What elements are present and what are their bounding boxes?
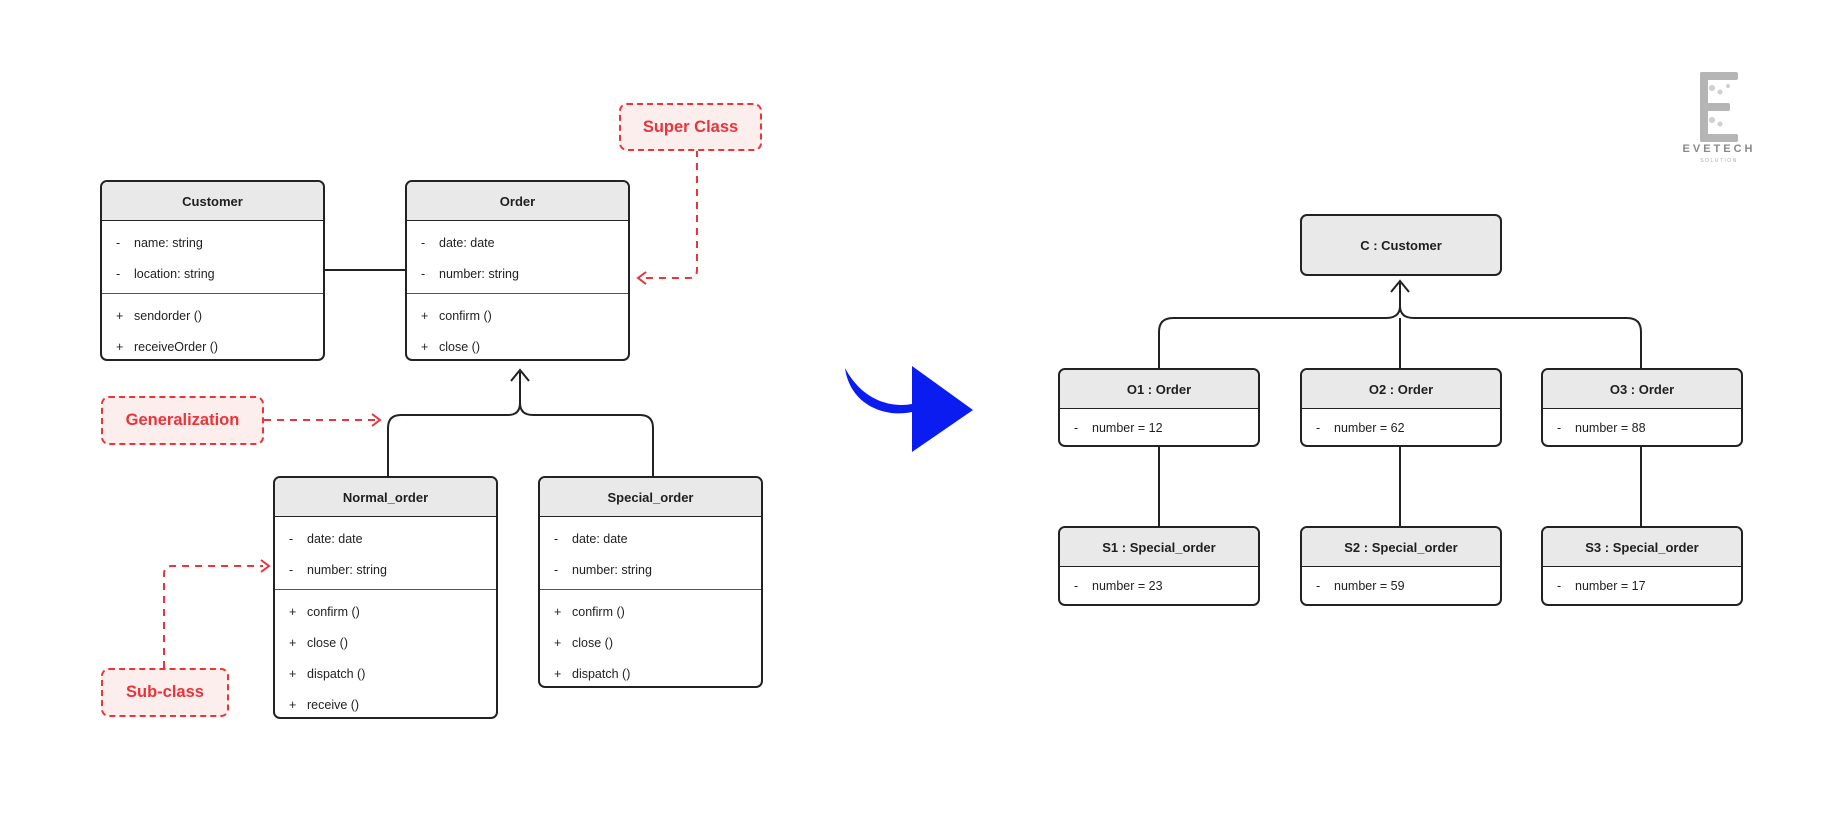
method-row: +dispatch (): [289, 666, 366, 681]
class-name: Normal_order: [275, 478, 496, 517]
class-normal-order[interactable]: Normal_order -date: date -number: string…: [273, 476, 498, 719]
attribute-row: -number: string: [421, 266, 519, 281]
method-row: +close (): [554, 635, 613, 650]
methods-section: +confirm () +close (): [407, 293, 628, 359]
attribute-row: -number: string: [289, 562, 387, 577]
method-row: +dispatch (): [554, 666, 631, 681]
class-name: Customer: [102, 182, 323, 221]
object-attribute: -number = 12: [1074, 421, 1163, 435]
methods-section: +confirm () +close () +dispatch (): [540, 589, 761, 686]
callout-generalization: Generalization: [101, 396, 264, 445]
object-title: S2 : Special_order: [1302, 528, 1500, 567]
class-name: Special_order: [540, 478, 761, 517]
attribute-row: -location: string: [116, 266, 215, 281]
object-special-order-1[interactable]: S1 : Special_order -number = 23: [1058, 526, 1260, 606]
object-customer[interactable]: C : Customer: [1300, 214, 1502, 276]
attributes-section: -date: date -number: string: [540, 517, 761, 589]
method-row: +confirm (): [554, 604, 625, 619]
object-title: O3 : Order: [1543, 370, 1741, 409]
logo-wordmark: EVETECH: [1682, 143, 1756, 155]
attribute-row: -date: date: [421, 235, 495, 250]
method-row: +confirm (): [421, 308, 492, 323]
class-special-order[interactable]: Special_order -date: date -number: strin…: [538, 476, 763, 688]
logo-tagline: SOLUTION: [1700, 158, 1738, 164]
object-special-order-3[interactable]: S3 : Special_order -number = 17: [1541, 526, 1743, 606]
method-row: +close (): [289, 635, 348, 650]
callout-super-class: Super Class: [619, 103, 762, 151]
method-row: +confirm (): [289, 604, 360, 619]
object-title: O2 : Order: [1302, 370, 1500, 409]
callout-connectors: [163, 150, 698, 668]
attribute-row: -date: date: [289, 531, 363, 546]
generalization-connector: [387, 368, 654, 478]
object-title: O1 : Order: [1060, 370, 1258, 409]
attribute-row: -number: string: [554, 562, 652, 577]
attributes-section: -date: date -number: string: [275, 517, 496, 589]
object-order-2[interactable]: O2 : Order -number = 62: [1300, 368, 1502, 447]
object-tree-connector: [1158, 279, 1642, 526]
object-attribute: -number = 88: [1557, 421, 1646, 435]
class-customer[interactable]: Customer -name: string -location: string…: [100, 180, 325, 361]
attributes-section: -name: string -location: string: [102, 221, 323, 293]
object-special-order-2[interactable]: S2 : Special_order -number = 59: [1300, 526, 1502, 606]
methods-section: +confirm () +close () +dispatch () +rece…: [275, 589, 496, 717]
evetech-logo-icon: [1700, 72, 1738, 142]
object-attribute: -number = 59: [1316, 579, 1405, 593]
object-order-1[interactable]: O1 : Order -number = 12: [1058, 368, 1260, 447]
object-title: S1 : Special_order: [1060, 528, 1258, 567]
class-order[interactable]: Order -date: date -number: string +confi…: [405, 180, 630, 361]
object-order-3[interactable]: O3 : Order -number = 88: [1541, 368, 1743, 447]
methods-section: +sendorder () +receiveOrder (): [102, 293, 323, 359]
object-attribute: -number = 23: [1074, 579, 1163, 593]
callout-arrowheads: [260, 271, 647, 573]
class-name: Order: [407, 182, 628, 221]
object-attribute: -number = 62: [1316, 421, 1405, 435]
attributes-section: -date: date -number: string: [407, 221, 628, 293]
curved-arrow-icon: [845, 366, 973, 452]
attribute-row: -date: date: [554, 531, 628, 546]
callout-sub-class: Sub-class: [101, 668, 229, 717]
attribute-row: -name: string: [116, 235, 203, 250]
object-attribute: -number = 17: [1557, 579, 1646, 593]
method-row: +receive (): [289, 697, 360, 712]
method-row: +receiveOrder (): [116, 339, 219, 354]
method-row: +close (): [421, 339, 480, 354]
object-title: S3 : Special_order: [1543, 528, 1741, 567]
method-row: +sendorder (): [116, 308, 203, 323]
